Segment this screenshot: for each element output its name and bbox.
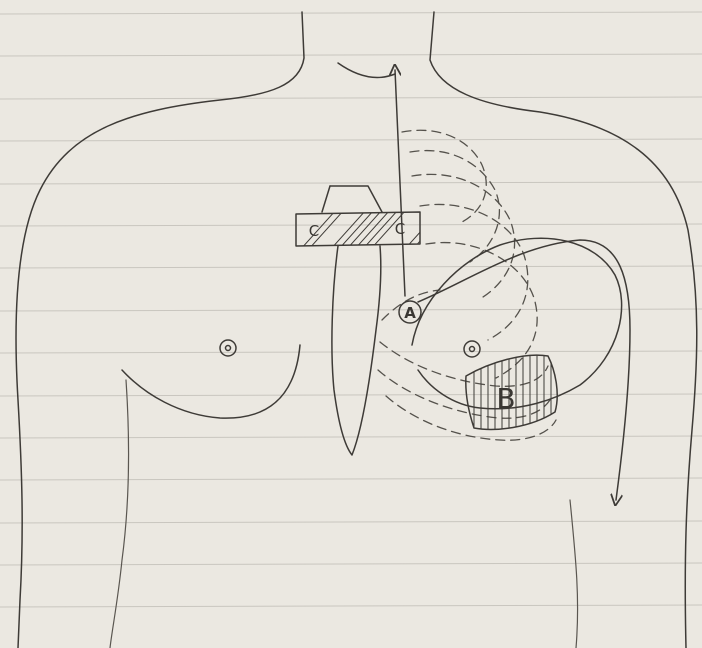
neck-notch	[338, 63, 395, 77]
torso-outline	[16, 12, 697, 648]
label-b: B	[496, 382, 515, 415]
label-c-left: C	[309, 222, 319, 240]
left-breast-outline	[412, 238, 622, 409]
sternum	[322, 186, 382, 455]
label-a: A	[404, 304, 416, 322]
ruled-lines	[0, 12, 702, 607]
marker-a: A	[399, 301, 421, 323]
breast-outline	[122, 340, 300, 418]
label-c-right: C	[395, 220, 405, 238]
